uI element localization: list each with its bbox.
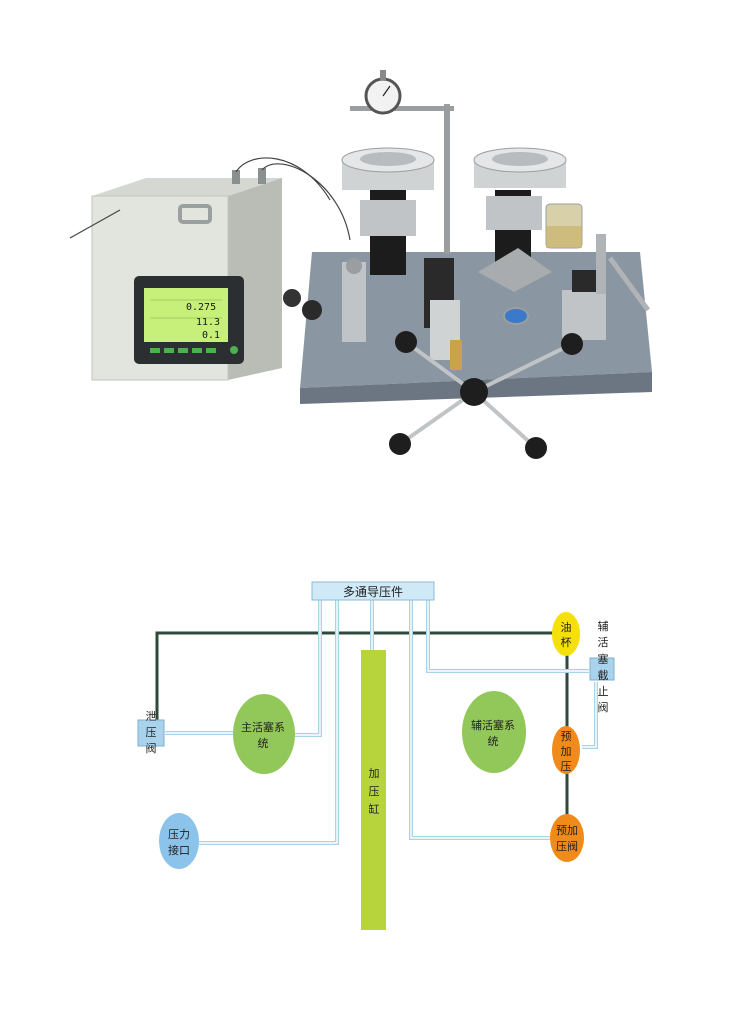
press-wheel-photo	[389, 258, 583, 459]
relief-valve-label-1: 泄	[146, 710, 157, 723]
aux-piston-node	[462, 691, 526, 773]
relief-valve-label-3: 阀	[146, 741, 157, 755]
screen-reading-2: 11.3	[196, 317, 220, 328]
aux-stop-valve-box	[589, 657, 615, 681]
screen-reading-3: 0.1	[202, 330, 220, 341]
main-piston-label-2: 统	[258, 737, 269, 750]
pre-press-valve-label-2: 压阀	[556, 839, 578, 853]
oil-cup-label-1: 油	[561, 620, 572, 634]
piston-column-right	[473, 147, 567, 292]
main-piston-label-1: 主活塞系	[241, 720, 285, 734]
valve-block-photo	[562, 234, 651, 340]
pre-press-label-3: 压	[561, 760, 572, 773]
oil-cup-photo	[545, 203, 583, 249]
screen-reading-1: 0.275	[186, 302, 216, 313]
manifold-label: 多通导压件	[343, 585, 403, 599]
pre-press-valve-node	[550, 814, 584, 862]
svg-text:截: 截	[598, 668, 609, 682]
oil-cup-node	[552, 612, 580, 656]
pipes-light-inner	[165, 599, 597, 844]
aux-stop-valve-label: 辅 活 塞 截 止 阀	[598, 619, 609, 714]
pre-press-label-1: 预	[561, 730, 572, 743]
controller-box: 0.275 11.3 0.1	[69, 157, 351, 381]
pipes-dark	[155, 631, 569, 815]
svg-text:辅: 辅	[598, 619, 609, 633]
press-cylinder-label-2: 压	[369, 785, 380, 798]
port-photo	[503, 307, 529, 325]
manifold-box	[311, 581, 435, 601]
pressure-port-label-1: 压力	[168, 828, 190, 841]
relief-valve-label-2: 压	[146, 726, 157, 739]
piston-column-left	[341, 147, 435, 275]
pressure-port-label-2: 接口	[168, 844, 190, 857]
svg-text:塞: 塞	[598, 652, 609, 666]
press-cylinder-label-1: 加	[369, 767, 380, 780]
svg-text:活: 活	[598, 636, 609, 649]
press-cylinder-node	[361, 650, 386, 930]
device-photo: 0.275 11.3 0.1	[69, 70, 652, 459]
pre-press-node	[552, 726, 580, 774]
press-cylinder-label-3: 缸	[369, 802, 380, 816]
svg-text:止: 止	[598, 685, 609, 698]
dial-gauge	[350, 70, 454, 254]
aux-piston-label-1: 辅活塞系	[471, 718, 515, 732]
relief-valve-box	[137, 719, 165, 747]
pressure-port-node	[159, 813, 199, 869]
aux-piston-label-2: 统	[488, 735, 499, 748]
main-piston-node	[233, 694, 295, 774]
svg-text:阀: 阀	[598, 700, 609, 714]
oil-cup-label-2: 杯	[561, 635, 572, 649]
pre-press-valve-label-1: 预加	[556, 824, 578, 837]
pre-press-label-2: 加	[561, 745, 572, 758]
valve-left-photo	[302, 258, 366, 342]
